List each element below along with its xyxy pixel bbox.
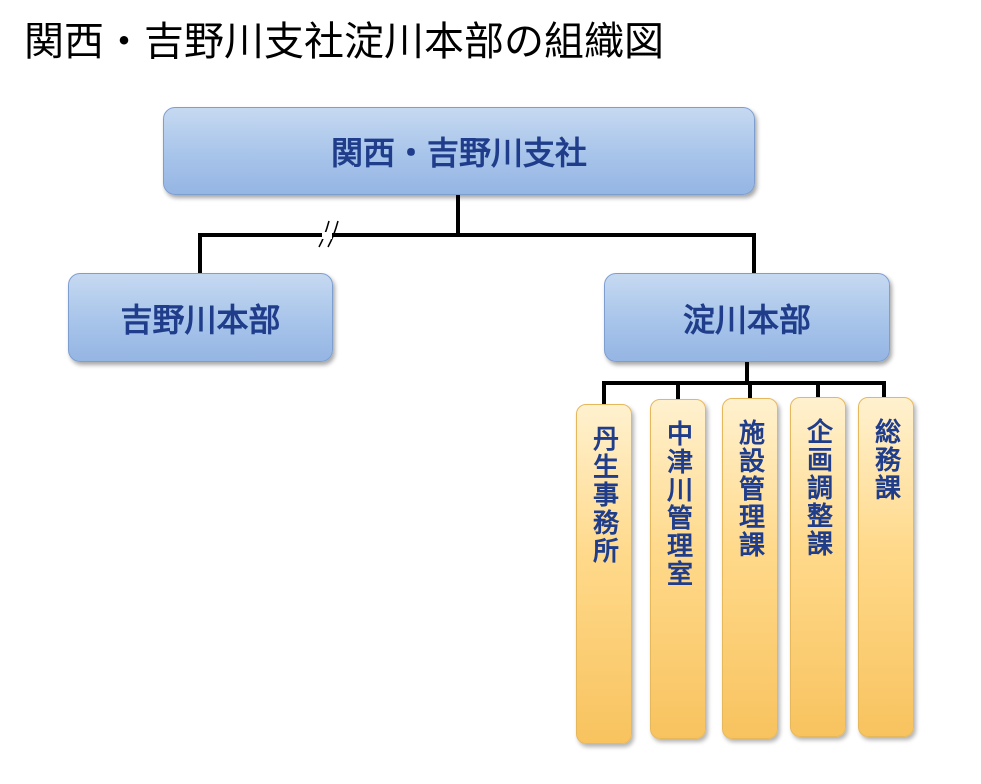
line-break-gap [322, 232, 332, 239]
node-yodogawa-hq: 淀川本部 [604, 273, 890, 362]
section-general-affairs: 総務課 [858, 397, 914, 737]
section-nakatsugawa-office: 中津川管理室 [650, 399, 706, 739]
node-kansai-yoshinogawa-branch: 関西・吉野川支社 [163, 107, 755, 195]
section-planning-coordination: 企画調整課 [790, 397, 846, 737]
section-nyu-office: 丹生事務所 [576, 404, 632, 744]
page-title: 関西・吉野川支社淀川本部の組織図 [24, 19, 664, 65]
node-yoshinogawa-hq: 吉野川本部 [68, 273, 333, 362]
section-facility-management: 施設管理課 [722, 398, 778, 739]
